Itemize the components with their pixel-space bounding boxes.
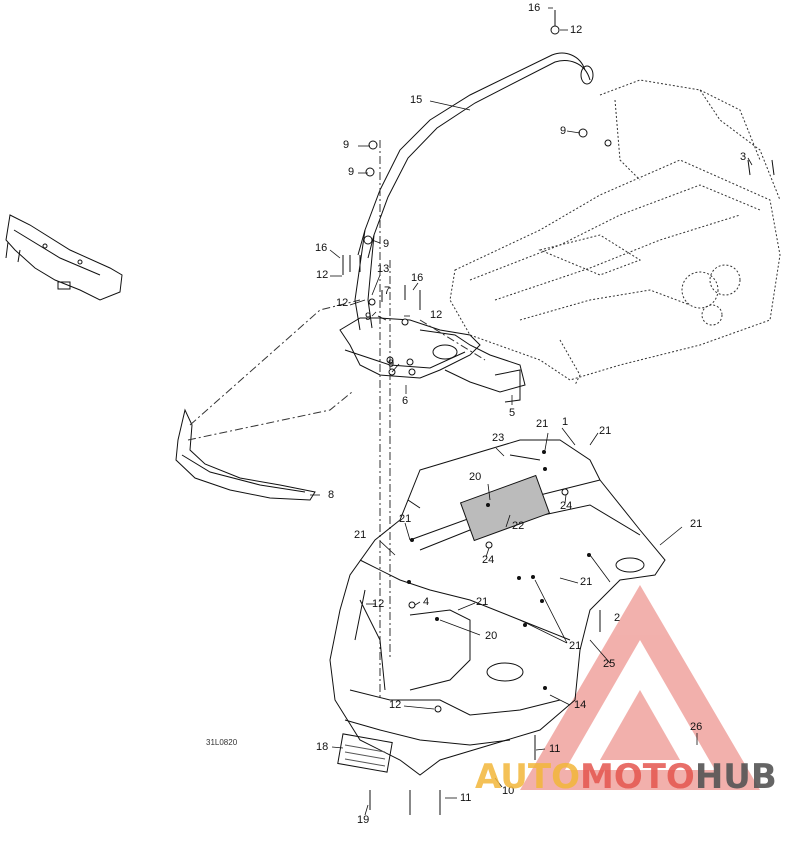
callout-20: 20 [485, 630, 498, 642]
callout-16: 16 [315, 242, 328, 254]
callout-16: 16 [528, 2, 541, 14]
callout-21: 21 [399, 513, 412, 525]
fasteners [342, 10, 775, 815]
callout-9: 9 [343, 139, 350, 151]
callout-23: 23 [492, 432, 505, 444]
callout-3: 3 [740, 151, 747, 163]
watermark-text-hub: HUB [694, 757, 777, 797]
cross-brace-part [5, 214, 123, 301]
callout-12: 12 [316, 269, 329, 281]
watermark-text-auto: AUTO [475, 757, 580, 797]
callout-24: 24 [560, 500, 573, 512]
plate-bracket-part [337, 733, 393, 773]
front-bumper-bracket [339, 317, 526, 403]
callout-11: 11 [549, 743, 561, 755]
assembly-guide-lines [187, 140, 486, 700]
callout-25: 25 [603, 658, 616, 670]
callout-21: 21 [599, 425, 612, 437]
callout-21: 21 [580, 576, 593, 588]
watermark-triangle-logo [520, 585, 760, 790]
grab-bar-part [354, 52, 594, 331]
callout-18: 18 [316, 741, 329, 753]
callout-11: 11 [460, 792, 472, 804]
callout-21: 21 [354, 529, 367, 541]
callout-4: 4 [423, 596, 430, 608]
callout-7: 7 [384, 285, 391, 297]
callout-10: 10 [502, 785, 515, 797]
callout-9: 9 [560, 125, 567, 137]
watermark-text-moto: MOTO [579, 757, 695, 797]
callout-12: 12 [372, 598, 385, 610]
callout-8: 8 [328, 489, 335, 501]
watermark-logo-text: AUTOMOTOHUB [475, 757, 777, 797]
skid-plate-assembly [329, 439, 666, 776]
callout-22: 22 [512, 520, 525, 532]
callout-26: 26 [690, 721, 703, 733]
callout-24: 24 [482, 554, 495, 566]
callout-2: 2 [614, 612, 621, 624]
callout-9: 9 [388, 358, 395, 370]
drawing-code: 31L0820 [206, 738, 238, 747]
callout-16: 16 [411, 272, 424, 284]
callout-19: 19 [357, 814, 370, 826]
callout-21: 21 [690, 518, 703, 530]
callout-14: 14 [574, 699, 587, 711]
callout-12: 12 [570, 24, 583, 36]
callout-13: 13 [377, 263, 390, 275]
callout-21: 21 [476, 596, 489, 608]
callout-leaders [310, 7, 753, 816]
front-bumper-bar [175, 408, 316, 501]
vehicle-frame [449, 79, 781, 386]
callout-9: 9 [348, 166, 355, 178]
callout-12: 12 [389, 699, 402, 711]
callout-12: 12 [336, 297, 349, 309]
callout-21: 21 [536, 418, 549, 430]
callout-5: 5 [509, 407, 516, 419]
callout-21: 21 [569, 640, 582, 652]
callout-20: 20 [469, 471, 482, 483]
rivet-dots [407, 450, 591, 690]
callout-12: 12 [430, 309, 443, 321]
callout-9: 9 [383, 238, 390, 250]
callout-15: 15 [410, 94, 423, 106]
callout-1: 1 [562, 416, 569, 428]
callout-9: 9 [365, 311, 372, 323]
callout-6: 6 [402, 395, 409, 407]
